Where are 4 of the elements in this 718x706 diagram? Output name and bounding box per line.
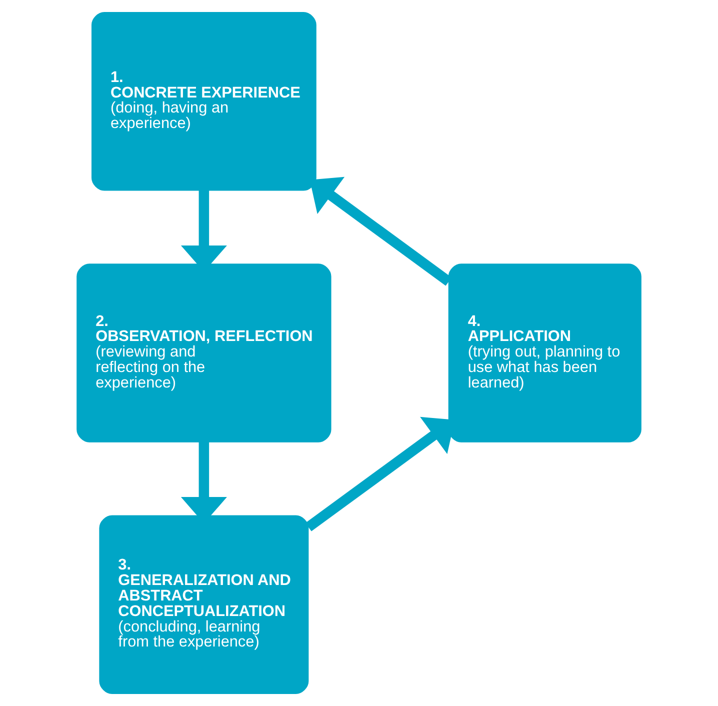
node-box: 3. GENERALIZATION AND ABSTRACT CONCEPTUALIZATION (concluding, learning from the experience)	[99, 515, 309, 694]
node-box: 4. APPLICATION (trying out, planning to use what has been learned)	[448, 264, 642, 442]
node-box: 1. CONCRETE EXPERIENCE (doing, having an experience)	[91, 12, 316, 191]
node-box: 2. OBSERVATION, REFLECTION (reviewing and reflecting on the experience)	[76, 264, 332, 442]
